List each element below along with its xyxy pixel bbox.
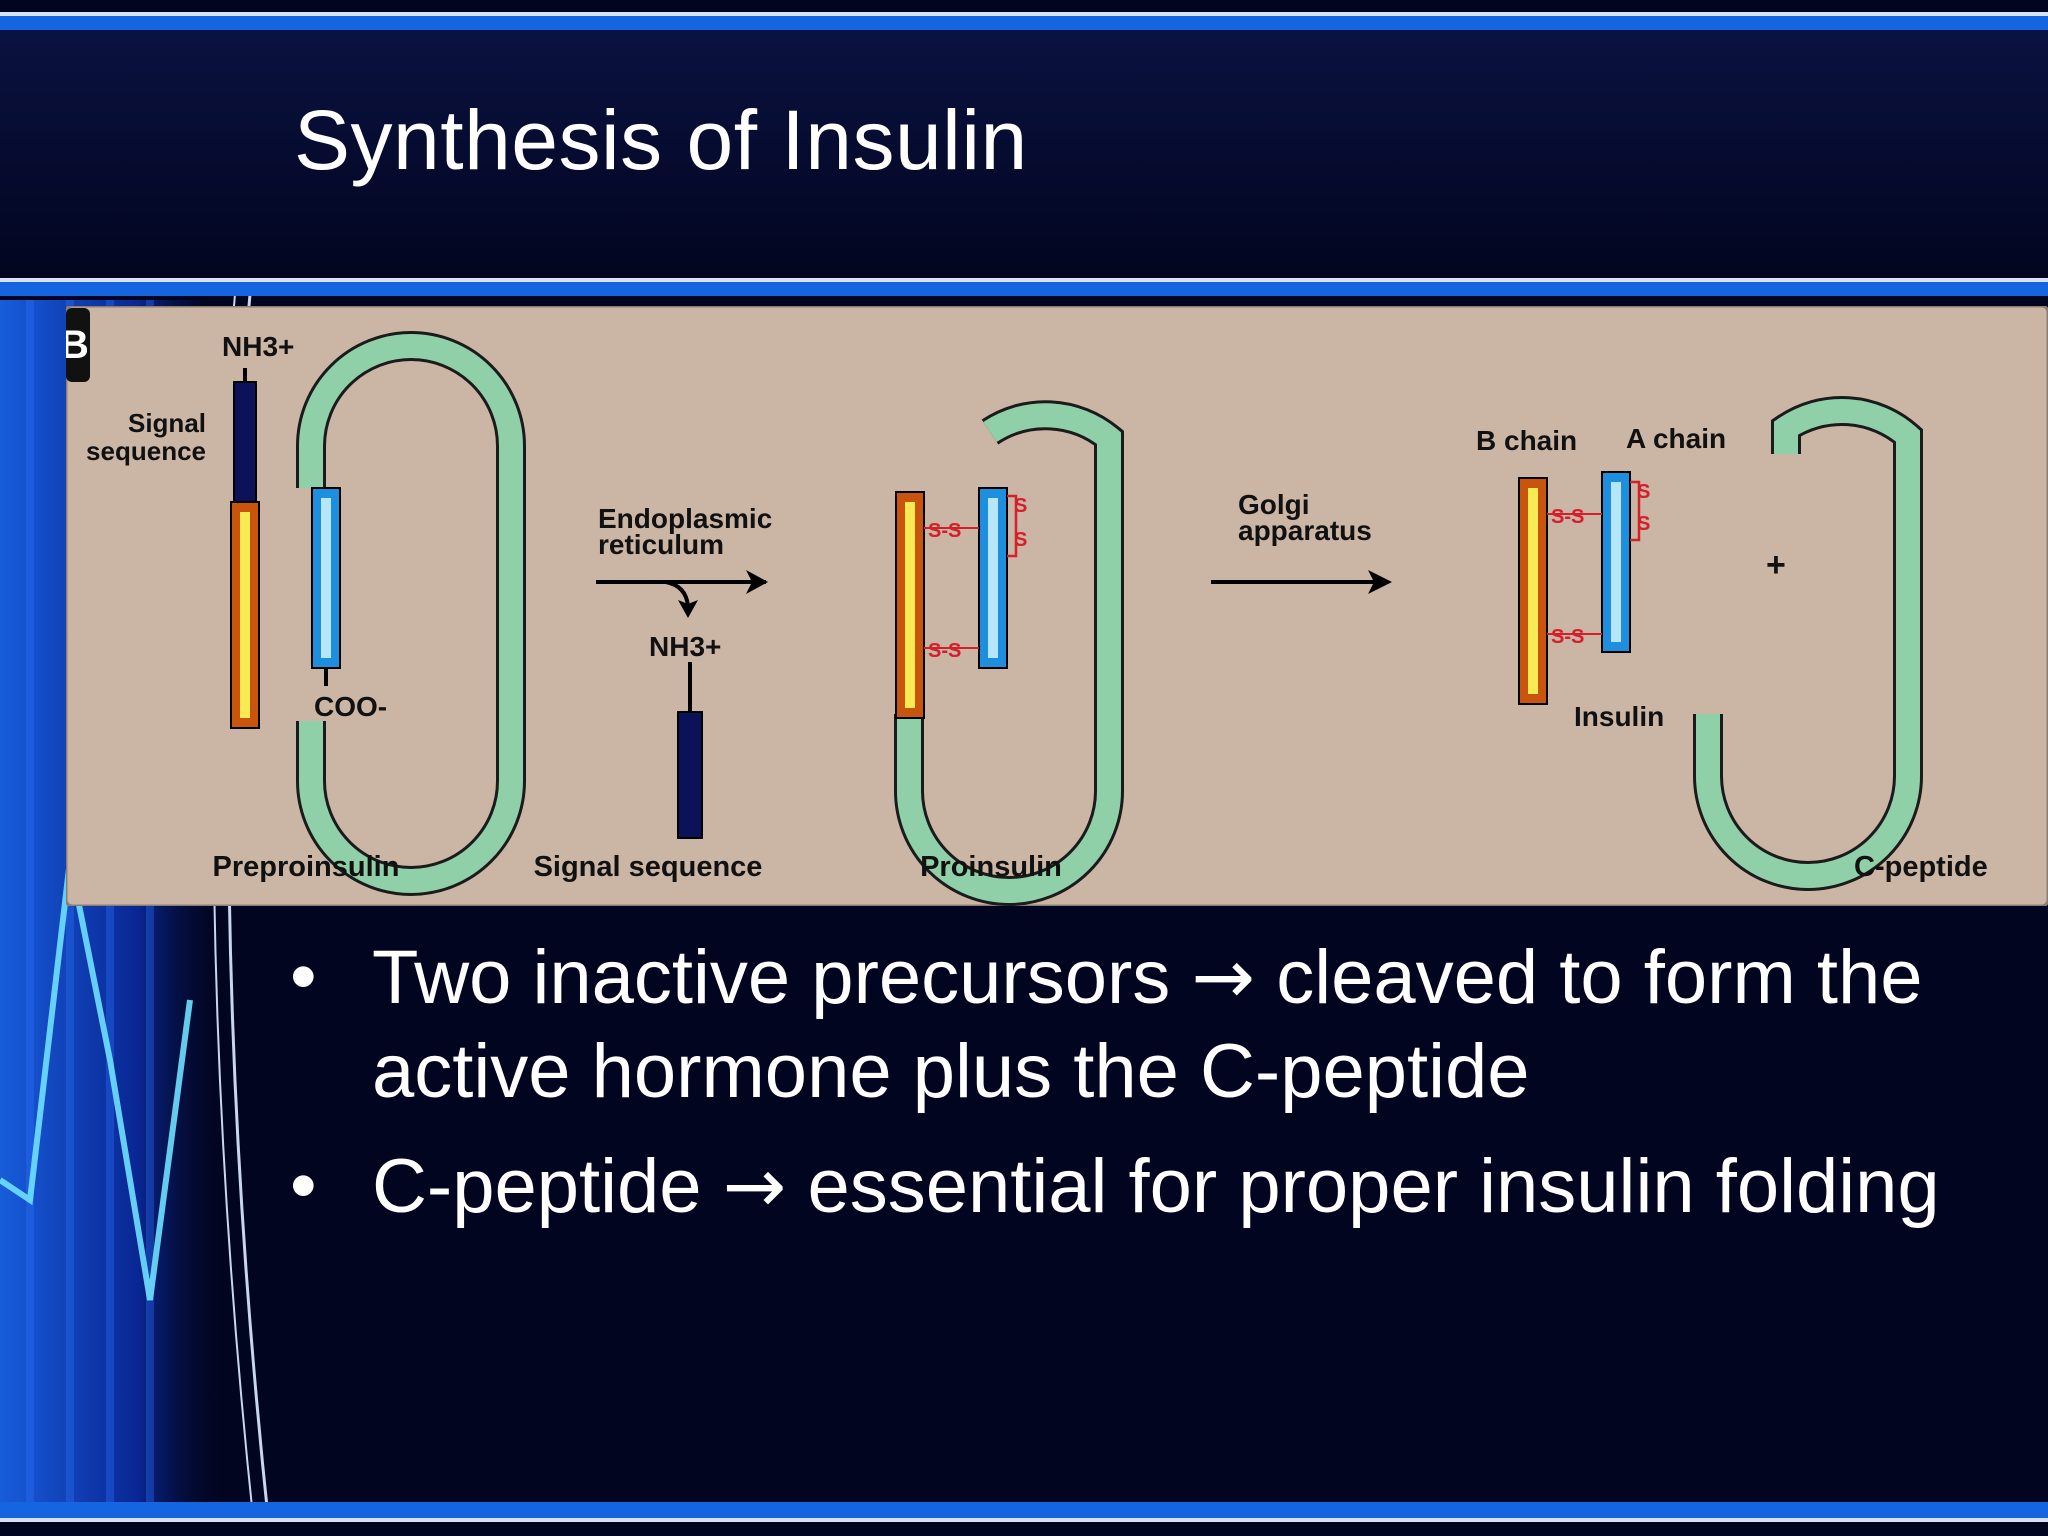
proinsulin-structure: [894, 400, 1124, 906]
insulin-structure: [1518, 471, 1641, 705]
er-label-line1: Endoplasmic: [598, 503, 772, 534]
bullet-item: • Two inactive precursors → cleaved to f…: [290, 930, 1990, 1119]
insulin-s-top: S: [1637, 481, 1650, 503]
proinsulin-ss-lower: S-S: [928, 640, 961, 662]
er-nh3-label: NH3+: [649, 631, 721, 662]
preproinsulin-nh3-label: NH3+: [222, 331, 294, 362]
bullet-text-part1: Two inactive precursors: [372, 935, 1192, 1020]
a-chain-label: A chain: [1626, 423, 1726, 454]
signal-sequence-caption: Signal sequence: [534, 851, 763, 883]
plus-sign: +: [1766, 546, 1786, 584]
insulin-label: Insulin: [1574, 701, 1664, 732]
golgi-label-line1: Golgi: [1238, 489, 1310, 520]
proinsulin-ss-upper: S-S: [928, 520, 961, 542]
golgi-label-line2: apparatus: [1238, 515, 1372, 546]
bullet-text-part1: C-peptide: [372, 1144, 723, 1229]
signal-label-line2: sequence: [86, 436, 206, 466]
golgi-arrow: [1211, 570, 1392, 594]
insulin-s-bottom: S: [1637, 513, 1650, 535]
c-peptide-structure: [1693, 395, 1923, 891]
bullet-text-part2: essential for proper insulin folding: [786, 1144, 1940, 1229]
b-chain-label: B chain: [1476, 425, 1577, 456]
er-label-line2: reticulum: [598, 529, 724, 560]
insulin-ss-upper: S-S: [1551, 506, 1584, 528]
bullet-text-part2: cleaved to form the active hormone plus …: [372, 935, 1923, 1114]
arrow-icon: →: [722, 1141, 787, 1230]
coo-label: COO-: [314, 691, 387, 722]
diagram-panel: [66, 306, 2048, 906]
panel-letter-tab: [66, 308, 90, 382]
bullet-list: • Two inactive precursors → cleaved to f…: [290, 930, 1990, 1254]
signal-label-line1: Signal: [128, 408, 206, 438]
proinsulin-s-top: S: [1014, 495, 1027, 517]
preproinsulin-structure: [230, 331, 526, 896]
bullet-item: • C-peptide → essential for proper insul…: [290, 1139, 1990, 1234]
insulin-ss-lower: S-S: [1551, 626, 1584, 648]
preproinsulin-caption: Preproinsulin: [213, 851, 400, 883]
preproinsulin-signal-sequence: [233, 381, 257, 503]
c-peptide-caption: C-peptide: [1854, 851, 1988, 883]
insulin-synthesis-diagram: B NH3+ Signal sequence COO- Preproinsuli…: [66, 306, 2048, 906]
bullet-dot: •: [290, 934, 317, 1019]
proinsulin-caption: Proinsulin: [920, 851, 1062, 883]
er-arrow: [596, 570, 768, 618]
slide-title: Synthesis of Insulin: [294, 93, 1028, 187]
proinsulin-s-bottom: S: [1014, 529, 1027, 551]
arrow-icon: →: [1191, 932, 1256, 1021]
panel-letter: B: [66, 323, 89, 367]
bullet-dot: •: [290, 1143, 317, 1228]
cleaved-signal-sequence: [677, 711, 703, 839]
